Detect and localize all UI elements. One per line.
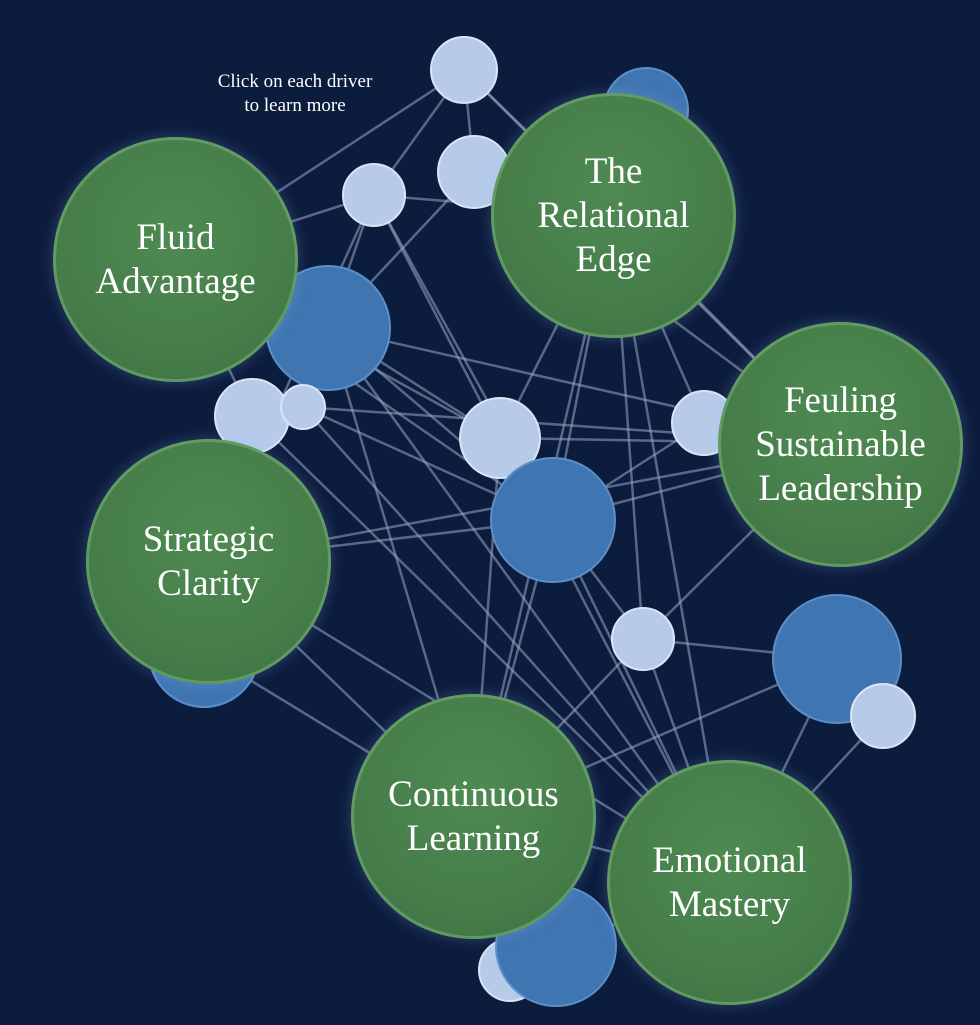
driver-label-line: Sustainable (755, 423, 926, 465)
driver-label: Fluid Advantage (95, 216, 255, 304)
driver-continuous-learning[interactable]: Continuous Learning (351, 694, 596, 939)
driver-label-line: Advantage (95, 260, 256, 302)
driver-label-line: Mastery (668, 883, 791, 925)
instruction-line-1: Click on each driver (217, 71, 373, 92)
network-node-dark (490, 457, 616, 583)
driver-emotional-mastery[interactable]: Emotional Mastery (607, 760, 852, 1005)
driver-label-line: Emotional (652, 839, 807, 881)
network-node-light (280, 384, 326, 430)
driver-sustainable-leadership[interactable]: Feuling Sustainable Leadership (718, 322, 963, 567)
driver-label-line: Learning (406, 817, 541, 859)
driver-label: Emotional Mastery (652, 839, 806, 927)
driver-label-line: Clarity (157, 562, 260, 604)
driver-label-line: Fluid (136, 216, 215, 258)
instruction-text: Click on each driver to learn more (190, 70, 400, 118)
network-node-light (342, 163, 406, 227)
driver-label-line: Leadership (758, 467, 923, 509)
driver-label: Continuous Learning (388, 773, 559, 861)
driver-label-line: The (584, 150, 643, 192)
driver-label: Feuling Sustainable Leadership (755, 379, 926, 511)
network-node-light (459, 397, 541, 479)
driver-relational-edge[interactable]: The Relational Edge (491, 93, 736, 338)
driver-label-line: Continuous (388, 773, 559, 815)
driver-label: Strategic Clarity (143, 518, 275, 606)
driver-label-line: Relational (537, 194, 690, 236)
driver-fluid-advantage[interactable]: Fluid Advantage (53, 137, 298, 382)
network-node-light (611, 607, 675, 671)
network-node-light (850, 683, 916, 749)
driver-strategic-clarity[interactable]: Strategic Clarity (86, 439, 331, 684)
instruction-line-2: to learn more (244, 95, 346, 116)
driver-label-line: Edge (575, 238, 652, 280)
network-node-light (430, 36, 498, 104)
driver-label: The Relational Edge (537, 150, 689, 282)
driver-label-line: Feuling (783, 379, 898, 421)
driver-label-line: Strategic (142, 518, 275, 560)
